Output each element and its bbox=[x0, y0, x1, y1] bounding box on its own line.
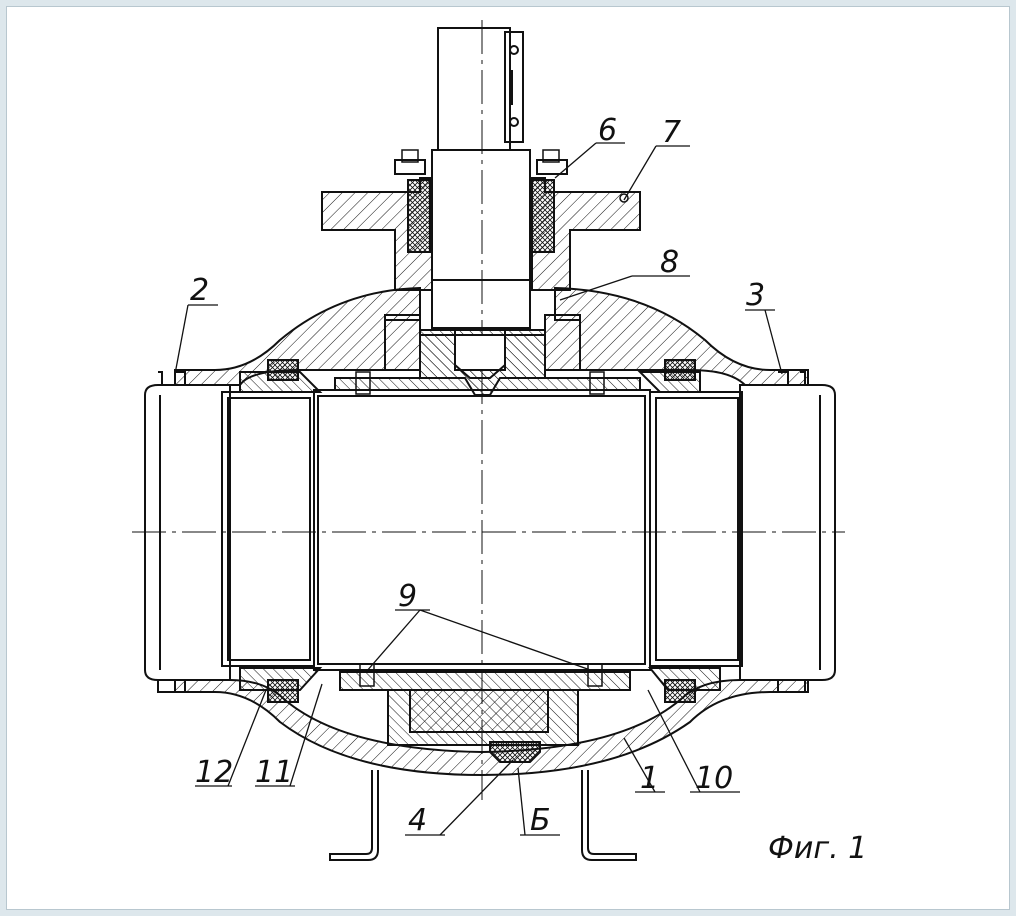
label-b: Б bbox=[530, 803, 551, 838]
stem bbox=[431, 27, 531, 379]
drain-plug bbox=[489, 741, 541, 763]
bonnet-flange bbox=[321, 177, 641, 291]
end-cap-left bbox=[144, 371, 231, 693]
support-legs bbox=[329, 770, 637, 861]
bolts bbox=[401, 149, 629, 203]
label-1: 1 bbox=[640, 761, 659, 796]
part-labels: 1 2 3 4 6 7 8 9 10 11 12 Б bbox=[190, 113, 765, 838]
valve-body bbox=[174, 286, 809, 777]
label-11: 11 bbox=[255, 755, 293, 790]
label-9: 9 bbox=[398, 579, 417, 614]
label-7: 7 bbox=[662, 115, 681, 150]
end-cap-right bbox=[739, 371, 836, 693]
label-6: 6 bbox=[598, 113, 617, 148]
seat-rings bbox=[239, 359, 721, 703]
packing bbox=[394, 159, 568, 253]
label-10: 10 bbox=[695, 761, 733, 796]
label-2: 2 bbox=[190, 273, 209, 308]
label-8: 8 bbox=[660, 245, 679, 280]
label-3: 3 bbox=[746, 278, 765, 313]
screws-9 bbox=[355, 371, 605, 687]
figure-caption: Фиг. 1 bbox=[768, 831, 867, 866]
label-4: 4 bbox=[408, 803, 427, 838]
upper-trunnion bbox=[384, 314, 581, 396]
leader-lines bbox=[174, 142, 783, 836]
label-12: 12 bbox=[195, 755, 233, 790]
